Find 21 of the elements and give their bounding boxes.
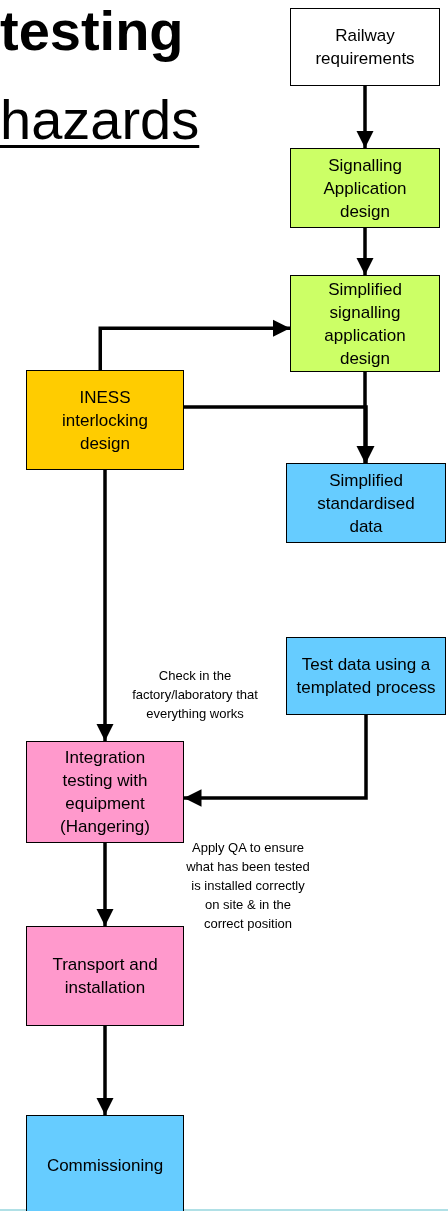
process-box: Simplified signalling application design (290, 275, 440, 372)
arrow (96, 843, 114, 926)
arrow (356, 86, 374, 148)
arrow (184, 405, 375, 463)
arrow (184, 715, 368, 807)
process-box: Transport and installation (26, 926, 184, 1026)
title-text: testing (0, 0, 184, 62)
title-text: hazards (0, 92, 200, 148)
process-box: Test data using a templated process (286, 637, 446, 715)
note-text: Apply QA to ensure what has been tested is installed correctly on site & in the correct position (185, 839, 311, 933)
note-text: Check in the factory/laboratory that everything works (131, 667, 259, 723)
arrow (96, 470, 114, 741)
process-box: Simplified standardised data (286, 463, 446, 543)
arrow (98, 319, 290, 370)
process-box: Integration testing with equipment (Hangering) (26, 741, 184, 843)
arrow (356, 228, 374, 275)
arrow (96, 1026, 114, 1115)
process-box: Railway requirements (290, 8, 440, 86)
process-box: INESS interlocking design (26, 370, 184, 470)
process-box: Commissioning (26, 1115, 184, 1211)
process-box: Signalling Application design (290, 148, 440, 228)
